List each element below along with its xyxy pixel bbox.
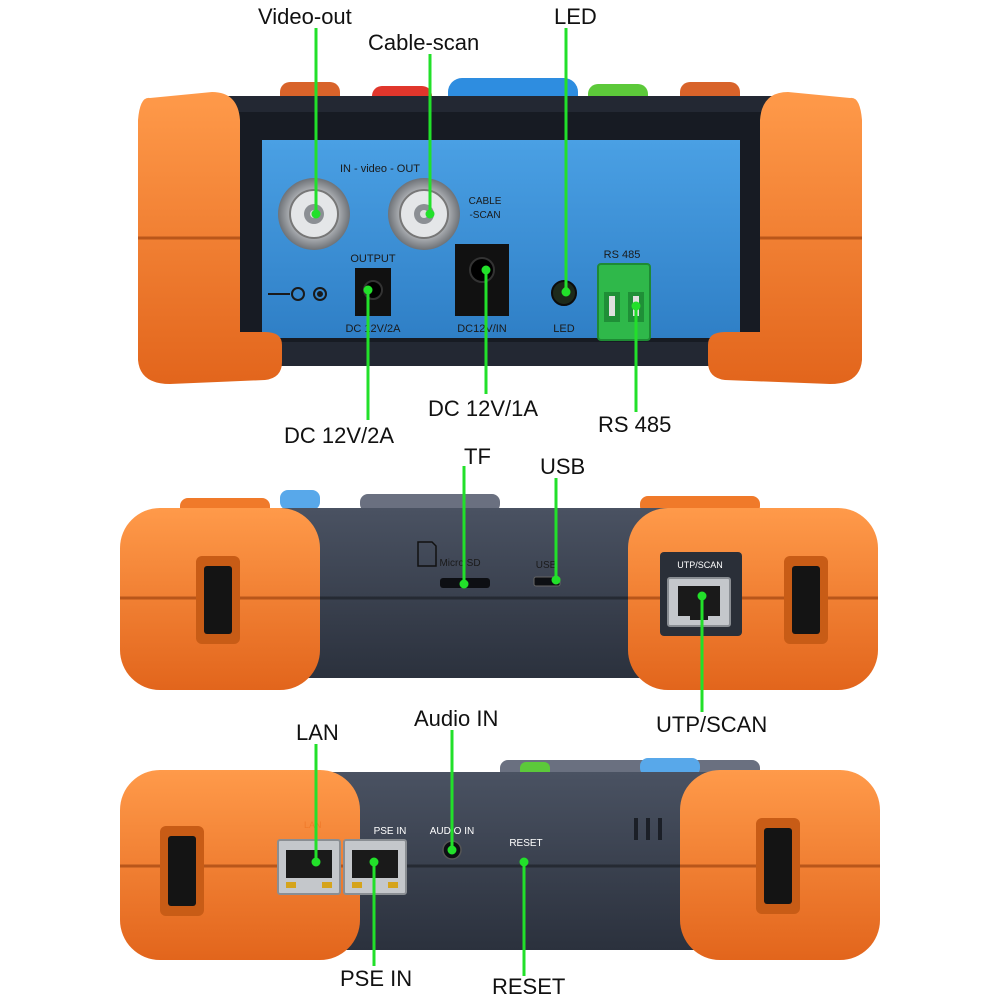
callout-dc-12v-2a: DC 12V/2A <box>284 423 395 448</box>
microsd-card-icon <box>417 541 437 567</box>
callout-led: LED <box>554 4 597 29</box>
callout-dc-12v-1a: DC 12V/1A <box>428 396 539 421</box>
strap-loop-right <box>792 566 820 634</box>
panel-label-utp-scan: UTP/SCAN <box>677 560 723 570</box>
panel-label-micro-sd: Micro SD <box>439 558 480 569</box>
panel-label-led: LED <box>553 323 574 335</box>
vent-slots <box>634 818 662 840</box>
panel-label-output: OUTPUT <box>350 253 396 265</box>
callout-video-out: Video-out <box>258 4 352 29</box>
panel-label-reset: RESET <box>509 838 542 849</box>
rs485-terminal-block <box>597 263 651 341</box>
callout-rs485: RS 485 <box>598 412 672 437</box>
panel-label-rs485: RS 485 <box>604 249 641 261</box>
dc-input-jack <box>455 244 509 316</box>
top-view: IN - video - OUT CABLE -SCAN OUTPUT DC 1… <box>138 78 862 384</box>
panel-label-lan: LAN <box>304 820 322 830</box>
callout-usb: USB <box>540 454 586 479</box>
dc-output-jack <box>355 268 391 316</box>
panel-label-cable: CABLE <box>469 196 502 207</box>
callout-utp-scan: UTP/SCAN <box>656 712 768 737</box>
panel-label-dc12v-in: DC12V/IN <box>457 323 507 335</box>
callout-tf: TF <box>464 444 491 469</box>
callout-lan: LAN <box>296 720 339 745</box>
strap-loop-left <box>204 566 232 634</box>
callout-cable-scan: Cable-scan <box>368 30 480 55</box>
callout-audio-in: Audio IN <box>414 706 499 731</box>
callout-pse-in: PSE IN <box>340 966 413 991</box>
callout-reset: RESET <box>492 974 566 999</box>
panel-label-in-video-out: IN - video - OUT <box>340 163 420 175</box>
side-view-lan-audio: LAN PSE IN AUDIO IN RESET <box>120 758 880 960</box>
panel-label-dc-12v-2a: DC 12V/2A <box>345 323 401 335</box>
bnc-cable-scan-connector <box>388 178 460 250</box>
callout-lines <box>311 28 707 976</box>
panel-label-pse-in: PSE IN <box>374 826 407 837</box>
utp-scan-rj45-port <box>667 577 731 627</box>
panel-label-scan: -SCAN <box>469 210 500 221</box>
polarity-symbol-icon <box>268 287 327 301</box>
lan-rj45-port <box>277 839 341 895</box>
strap-loop-bottom-left <box>168 836 196 906</box>
panel-label-usb: USB <box>536 560 557 571</box>
strap-loop-bottom-right <box>764 828 792 904</box>
side-view-tf-usb: UTP/SCAN Micro SD USB <box>120 490 878 690</box>
